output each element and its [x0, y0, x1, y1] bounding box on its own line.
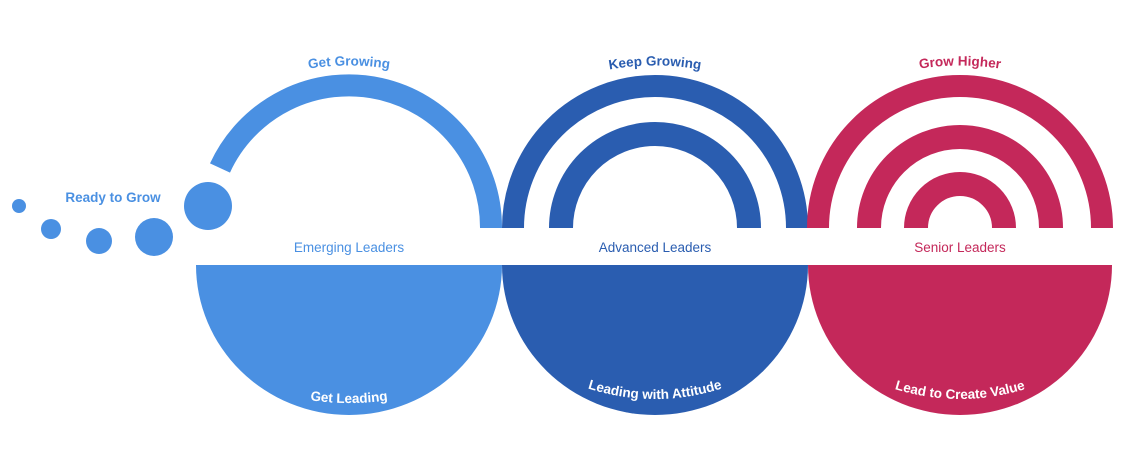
growth-arc-middle	[857, 125, 1063, 229]
growth-arc-outer	[502, 75, 808, 229]
stage-middle-label: Advanced Leaders	[599, 240, 712, 255]
ready-to-grow-label: Ready to Grow	[65, 190, 161, 205]
stage-middle-label: Emerging Leaders	[294, 240, 405, 255]
stage-advanced-leaders: Keep Growing Advanced Leaders Leading wi…	[502, 53, 808, 415]
dot	[135, 218, 173, 256]
growth-arc	[210, 74, 503, 229]
growth-arc-inner	[549, 122, 761, 229]
stage-top-label: Grow Higher	[918, 53, 1003, 71]
dot	[184, 182, 232, 230]
dot	[12, 199, 26, 213]
bottom-half-circle	[808, 265, 1112, 415]
stage-bottom-label: Get Leading	[310, 388, 389, 406]
stage-middle-label: Senior Leaders	[914, 240, 1006, 255]
ready-to-grow-dots	[12, 182, 232, 256]
growth-arc-outer	[807, 75, 1113, 229]
stage-senior-leaders: Grow Higher Senior Leaders Lead to Creat…	[807, 53, 1113, 415]
stage-emerging-leaders: Get Growing Emerging Leaders Get Leading	[196, 53, 503, 415]
dot	[86, 228, 112, 254]
dot	[41, 219, 61, 239]
bottom-half-circle	[196, 265, 502, 415]
bottom-half-circle	[502, 265, 808, 415]
stage-top-label: Keep Growing	[608, 53, 703, 72]
stage-top-label: Get Growing	[307, 53, 391, 71]
growth-arc-inner	[904, 172, 1016, 229]
